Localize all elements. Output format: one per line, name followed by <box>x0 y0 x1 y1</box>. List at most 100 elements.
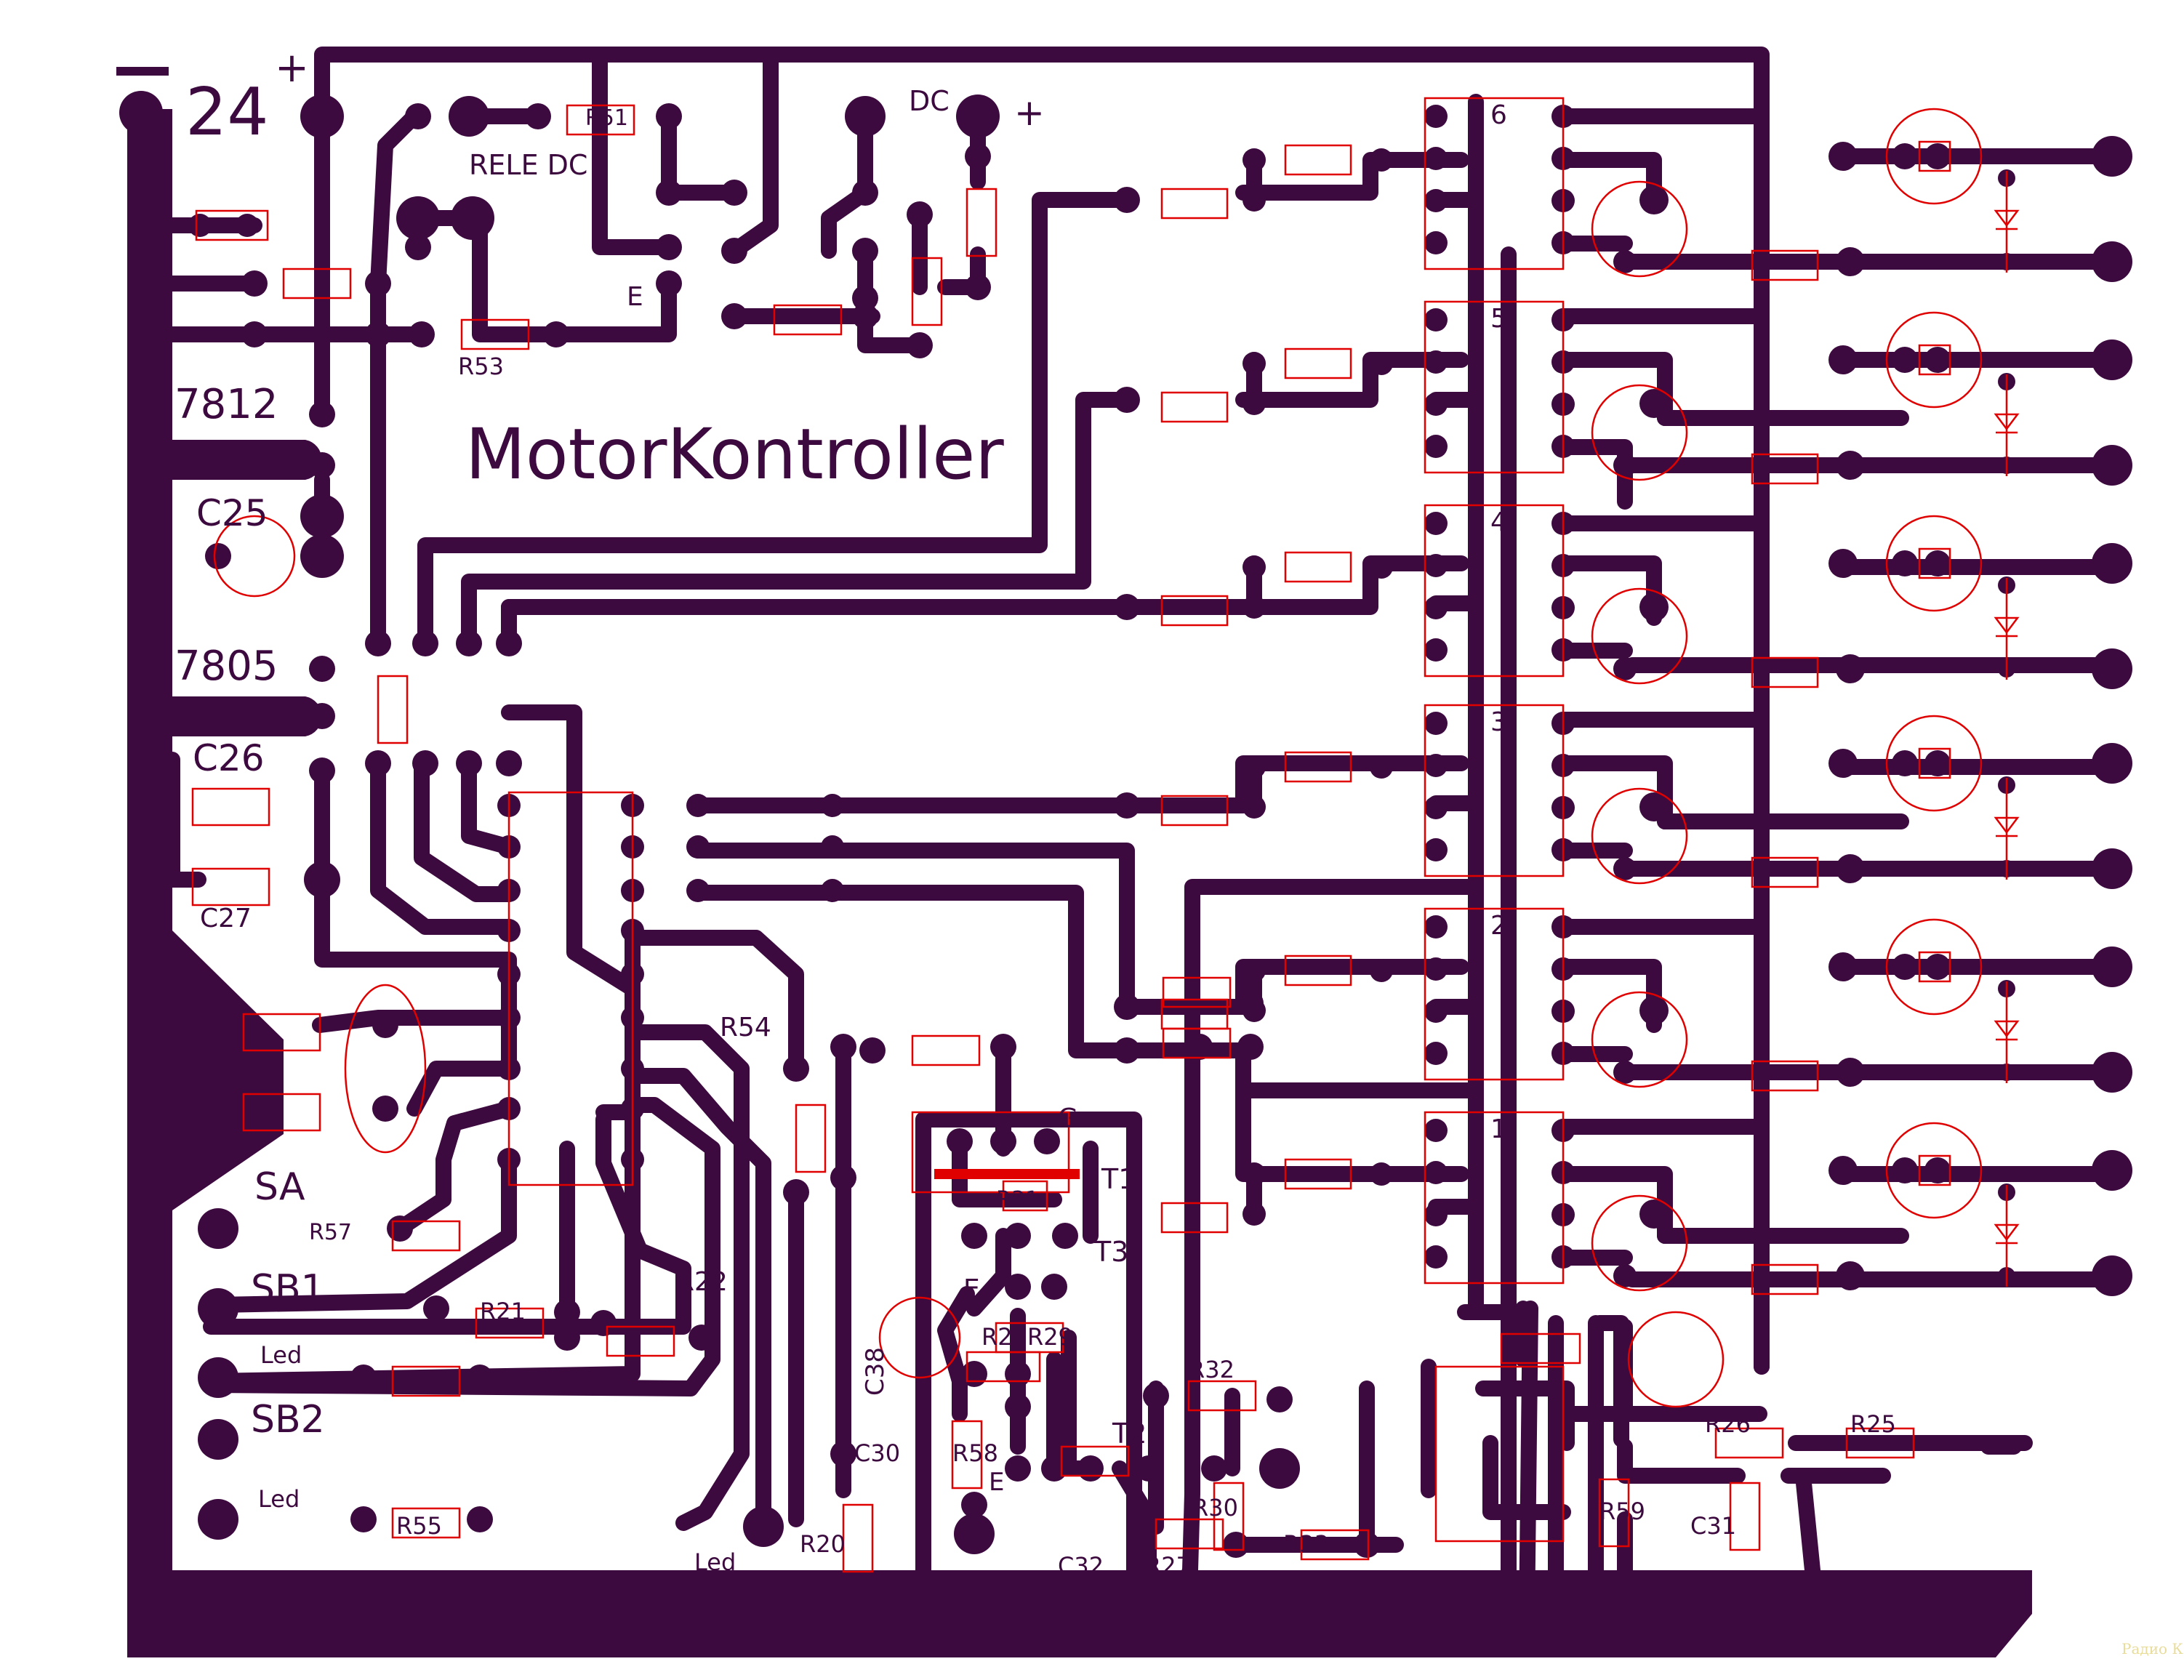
r58-label: R58 <box>952 1439 998 1467</box>
output-terminal <box>2092 241 2132 282</box>
r30-label: R30 <box>1192 1494 1238 1522</box>
resistor-pad <box>1242 999 1266 1022</box>
led-label-1: Led <box>260 1341 302 1369</box>
output-terminal <box>2092 743 2132 784</box>
ground-bus-bottom <box>127 1570 2032 1657</box>
output-pad <box>1836 247 1865 276</box>
cap-pad <box>1639 389 1669 418</box>
output-terminal <box>2092 1052 2132 1093</box>
resistor-pad <box>1370 555 1393 579</box>
resistor-pad <box>1242 352 1266 375</box>
led-label-3: Led <box>694 1548 736 1576</box>
ic-pad <box>1424 712 1448 735</box>
reg-7812-label: 7812 <box>174 381 278 428</box>
output-pad <box>1836 451 1865 480</box>
output-pad <box>1924 347 1951 373</box>
channel-number-label: 3 <box>1490 707 1507 737</box>
resistor-pad <box>1370 148 1393 172</box>
cap-pad <box>1639 592 1669 622</box>
ground-bus-left <box>127 109 172 1657</box>
output-terminal <box>2092 136 2132 177</box>
e-t2-label: E <box>989 1468 1004 1497</box>
dc-plus-label: + <box>1014 92 1045 134</box>
resistor-pad <box>1370 755 1393 779</box>
r59-label: R59 <box>1599 1498 1645 1525</box>
r57-label: R57 <box>309 1220 352 1245</box>
ic-pad <box>1424 435 1448 458</box>
r53-label: R53 <box>458 353 504 380</box>
resistor-pad <box>1370 352 1393 375</box>
r21-label: R21 <box>480 1298 526 1325</box>
output-pad <box>1892 1157 1918 1183</box>
resistor-pad <box>1242 755 1266 779</box>
channel-number-label: 1 <box>1490 1114 1507 1144</box>
c38-label: C38 <box>861 1347 890 1396</box>
g-label: G <box>1058 1104 1078 1133</box>
resistor-pad <box>1242 1162 1266 1186</box>
plus-label: + <box>275 44 309 92</box>
ic-pad <box>1424 1161 1448 1184</box>
minus-sign <box>116 67 169 76</box>
c32-label: C32 <box>1058 1552 1104 1580</box>
output-terminal <box>2092 1150 2132 1191</box>
ic-pad <box>1424 1119 1448 1142</box>
output-pad <box>1828 549 1858 578</box>
r55-label: R55 <box>396 1512 442 1540</box>
ic-pad <box>1424 1245 1448 1269</box>
output-terminal <box>2092 848 2132 889</box>
ic-outline <box>507 791 634 1186</box>
output-pad <box>1924 143 1951 169</box>
r20-label: R20 <box>800 1530 846 1558</box>
ic-pad <box>1424 838 1448 861</box>
resistor-pad <box>1242 392 1266 415</box>
ic-pad <box>1424 957 1448 981</box>
cap-pad <box>1613 657 1637 680</box>
r32-label: R32 <box>1189 1356 1234 1383</box>
watermark: Радио КОТ <box>2121 1640 2184 1657</box>
r26-label: R26 <box>1705 1410 1751 1438</box>
cap-pad <box>1613 857 1637 880</box>
output-pad <box>1836 654 1865 683</box>
ic-pad <box>1424 512 1448 535</box>
ic-pad <box>1424 147 1448 170</box>
t1-label: T1 <box>1101 1163 1136 1195</box>
ic-pad <box>1424 308 1448 331</box>
resistor-pad <box>1242 1202 1266 1226</box>
c26-label: C26 <box>193 737 265 779</box>
ground-terminal-pad <box>119 91 163 134</box>
output-pad <box>1892 143 1918 169</box>
t2-label: T2 <box>1112 1418 1147 1450</box>
output-pad <box>1892 954 1918 980</box>
ic-pad <box>1424 638 1448 662</box>
ic-pad <box>1424 1000 1448 1023</box>
output-terminal <box>2092 339 2132 380</box>
trace-24v-rail <box>314 47 1770 1375</box>
output-pad <box>1828 1156 1858 1185</box>
pad-24v <box>300 95 344 138</box>
output-pad <box>1836 1261 1865 1290</box>
output-terminal <box>2092 1255 2132 1296</box>
output-pad <box>1828 345 1858 374</box>
output-terminal <box>2092 946 2132 987</box>
regulator-7812-tab <box>172 440 322 480</box>
ic-pad <box>1424 393 1448 416</box>
silkscreen-layer <box>191 97 2020 1573</box>
rele-dc-label: RELE DC <box>469 149 587 181</box>
resistor-pad <box>1242 148 1266 172</box>
output-pad <box>1892 750 1918 776</box>
ic-pad <box>1424 1203 1448 1226</box>
cap-outline <box>195 209 269 241</box>
t3-label: T3 <box>1093 1236 1128 1268</box>
cap-pad <box>1639 996 1669 1025</box>
r33-label: R33 <box>1283 1530 1329 1558</box>
output-pad <box>1892 550 1918 576</box>
output-pad <box>1924 750 1951 776</box>
cap-pad <box>1639 792 1669 821</box>
cap-pad <box>1639 1199 1669 1229</box>
board-title: MotorKontroller <box>465 414 1004 495</box>
output-terminal <box>2092 648 2132 689</box>
reg-7805-label: 7805 <box>174 643 278 690</box>
resistor-pad <box>1242 959 1266 982</box>
